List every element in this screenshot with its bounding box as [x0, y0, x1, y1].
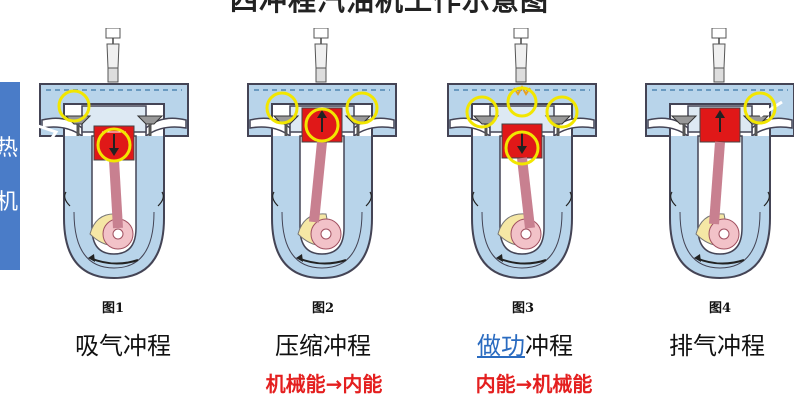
power-stroke-suffix: 冲程 [525, 332, 573, 360]
highlight-circle-intake-valve [57, 89, 91, 123]
engine-diagram-3 [446, 28, 598, 280]
power-stroke-link[interactable]: 做功 [477, 332, 525, 360]
side-tab-char-1: 热 [0, 136, 18, 161]
energy-conversion-compression: 机械能→内能 [265, 372, 383, 396]
side-tab[interactable]: 热 机 [0, 82, 20, 270]
arrow-up-icon [715, 110, 725, 118]
highlight-circle-exhaust-valve [345, 91, 379, 125]
connecting-rod-2 [309, 141, 327, 223]
highlight-circle-piston [304, 107, 340, 143]
figure-label-4: 图4 [708, 301, 732, 316]
page-title: 四冲程汽油机工作示意图 [230, 0, 550, 17]
engine-diagram-1 [37, 28, 190, 280]
engine-diagram-2 [246, 28, 398, 280]
highlight-circle-piston [96, 127, 132, 163]
connecting-rod-1 [109, 159, 123, 229]
highlight-circle-piston [504, 130, 540, 166]
figure-label-1: 图1 [101, 301, 125, 316]
highlight-circle-exhaust-valve [545, 95, 579, 129]
side-tab-char-2: 机 [0, 190, 18, 215]
stroke-name-power: 做功冲程 [440, 326, 610, 361]
highlight-circle-intake-valve [465, 95, 499, 129]
stroke-name-intake: 吸气冲程 [75, 332, 171, 360]
connecting-rod-4 [709, 141, 725, 225]
highlight-circle-exhaust-valve [743, 91, 777, 125]
figure-label-2: 图2 [311, 301, 335, 316]
arrow-down-icon [517, 146, 527, 154]
stroke-name-compression: 压缩冲程 [275, 332, 371, 360]
energy-conversion-power: 内能→机械能 [475, 372, 593, 396]
engine-diagram-4 [644, 28, 794, 280]
figure-label-3: 图3 [511, 301, 535, 316]
highlight-circle-intake-valve [265, 91, 299, 125]
highlight-circle-spark [506, 86, 538, 118]
arrow-up-icon [317, 110, 327, 118]
stroke-name-exhaust: 排气冲程 [669, 332, 765, 360]
arrow-down-icon [109, 148, 119, 156]
connecting-rod-3 [517, 157, 535, 229]
